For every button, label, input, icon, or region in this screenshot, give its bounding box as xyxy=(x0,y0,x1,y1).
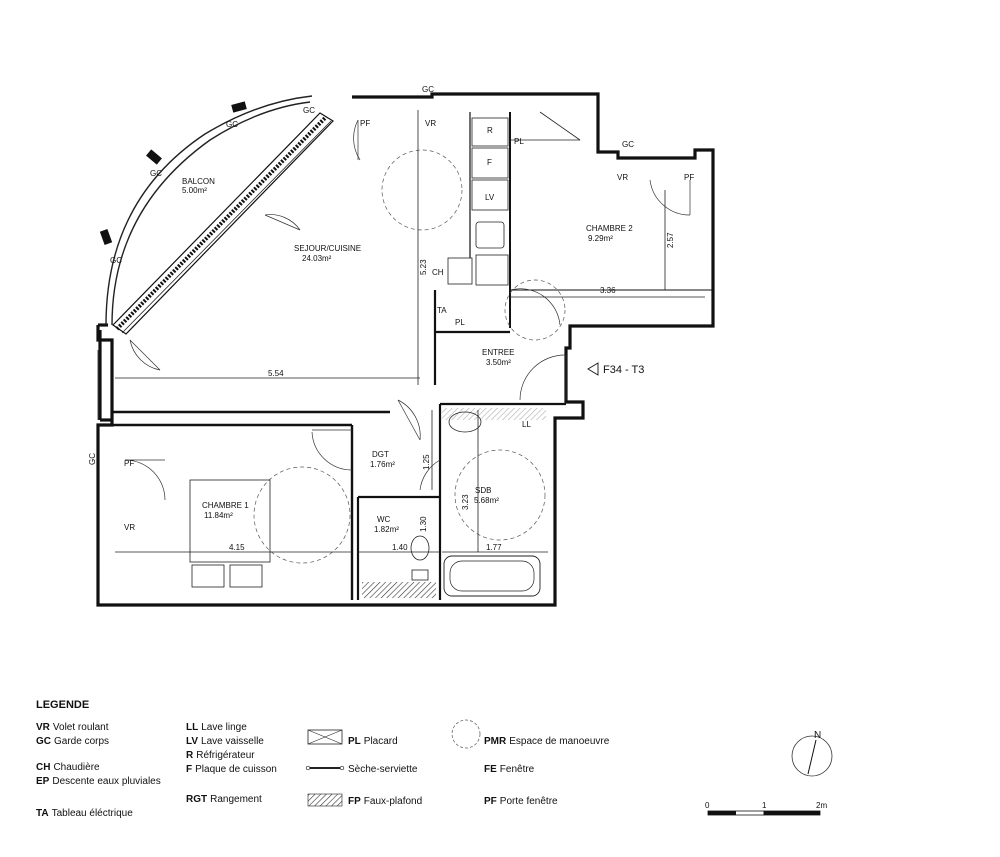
placard-symbol xyxy=(307,729,343,745)
dim-chambre1-width: 4.15 xyxy=(229,543,245,552)
equipment-tags: GC GC GC GC GC GC GC VR PF VR PF VR PF P… xyxy=(88,85,694,532)
tag-ta: TA xyxy=(437,306,447,315)
tag-gc-top: GC xyxy=(422,85,434,94)
wc-area: 1.82m² xyxy=(374,525,399,534)
scale-bar: 0 1 2m xyxy=(705,801,827,816)
dim-chambre2-depth: 2.57 xyxy=(666,232,675,248)
tag-pl-chambre2: PL xyxy=(514,137,524,146)
tag-pf-chambre2: PF xyxy=(684,173,694,182)
entree-name: ENTREE xyxy=(482,348,514,357)
wc-name: WC xyxy=(377,515,391,524)
dim-sejour-depth: 5.23 xyxy=(419,259,428,275)
chambre2-area: 9.29m² xyxy=(588,234,613,243)
dim-sdb-depth: 3.23 xyxy=(461,494,470,510)
tag-ll: LL xyxy=(522,420,531,429)
pmr-circles xyxy=(253,149,566,564)
dim-sdb-width: 1.77 xyxy=(486,543,502,552)
exterior-walls xyxy=(96,92,715,607)
legend-col3-item-1: Sèche-serviette xyxy=(348,764,418,775)
tag-gc-chambre2: GC xyxy=(622,140,634,149)
chambre2-name: CHAMBRE 2 xyxy=(586,224,633,233)
tag-pl-entree: PL xyxy=(455,318,465,327)
dim-dgt-width: 1.25 xyxy=(422,454,431,470)
doors xyxy=(124,119,691,501)
scale-tick-0: 0 xyxy=(705,801,710,810)
dgt-name: DGT xyxy=(372,450,389,459)
lot-label: F34 - T3 xyxy=(603,364,644,376)
balcon-area: 5.00m² xyxy=(182,186,207,195)
tag-vr-chambre1: VR xyxy=(124,523,135,532)
dim-chambre2-width: 3.36 xyxy=(600,286,616,295)
dim-wc-width: 1.40 xyxy=(392,543,408,552)
tag-gc-balcony-2: GC xyxy=(150,169,162,178)
entree-area: 3.50m² xyxy=(486,358,511,367)
scale-tick-2: 2m xyxy=(816,801,827,810)
dimension-texts: 5.54 5.23 3.36 2.57 4.15 1.25 1.40 1.30 … xyxy=(229,232,675,552)
tag-gc-balcony-1: GC xyxy=(226,120,238,129)
dimension-lines xyxy=(115,110,705,553)
balcony xyxy=(99,95,334,335)
fixtures xyxy=(189,117,546,598)
chambre1-name: CHAMBRE 1 xyxy=(202,501,249,510)
tag-gc-balcony-top: GC xyxy=(303,106,315,115)
tag-r: R xyxy=(487,126,493,135)
scale-tick-1: 1 xyxy=(762,801,767,810)
tag-vr-chambre2: VR xyxy=(617,173,628,182)
faux-plafond-symbol xyxy=(307,793,343,807)
tag-gc-balcony-3: GC xyxy=(110,256,122,265)
tag-f: F xyxy=(487,158,492,167)
tag-pf-chambre1: PF xyxy=(124,459,134,468)
tag-gc-chambre1: GC xyxy=(88,453,97,465)
room-labels: BALCON 5.00m² SEJOUR/CUISINE 24.03m² CHA… xyxy=(182,177,633,534)
lot-marker: F34 - T3 xyxy=(587,362,644,376)
balcon-name: BALCON xyxy=(182,177,215,186)
tag-lv: LV xyxy=(485,193,495,202)
tag-pf-top: PF xyxy=(360,119,370,128)
dgt-area: 1.76m² xyxy=(370,460,395,469)
sdb-area: 5.68m² xyxy=(474,496,499,505)
tag-ch: CH xyxy=(432,268,444,277)
tag-vr-top: VR xyxy=(425,119,436,128)
north-label: N xyxy=(814,730,821,741)
sdb-name: SDB xyxy=(475,486,491,495)
legend-title: LEGENDE xyxy=(36,699,89,711)
pmr-symbol xyxy=(451,719,481,749)
chambre1-area: 11.84m² xyxy=(204,511,233,520)
interior-walls xyxy=(110,111,713,600)
dim-sejour-width: 5.54 xyxy=(268,369,284,378)
sejour-area: 24.03m² xyxy=(302,254,332,263)
sejour-name: SEJOUR/CUISINE xyxy=(294,244,361,253)
north-arrow: N xyxy=(791,730,833,777)
dim-wc-depth: 1.30 xyxy=(419,516,428,532)
